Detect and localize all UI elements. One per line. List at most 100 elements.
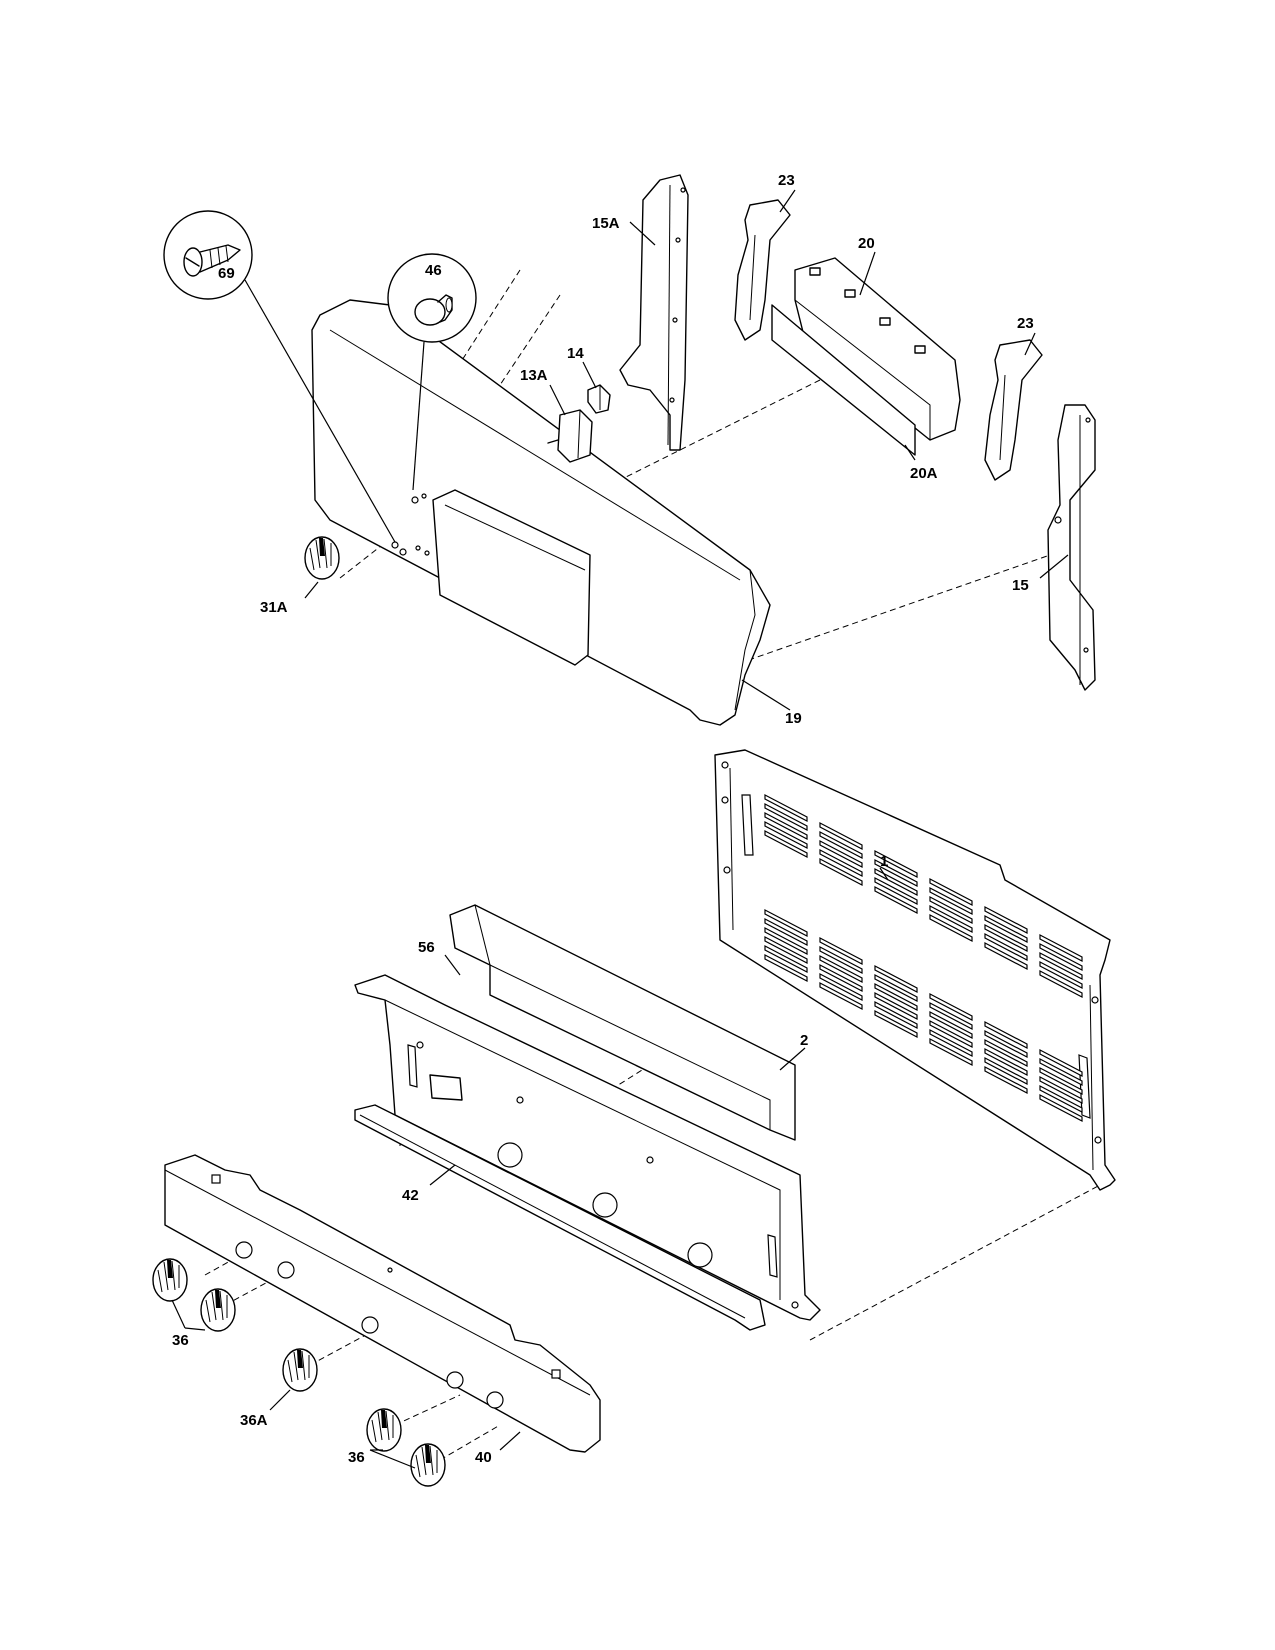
vent-slot (929, 1020, 973, 1048)
end-bracket-right-part (1047, 404, 1096, 691)
label-14: 14 (567, 345, 584, 362)
vent-slot (819, 831, 863, 859)
end-bracket-left-part (619, 174, 689, 451)
switch-14-part (587, 384, 611, 414)
label-13A: 13A (520, 367, 548, 384)
vent-slot (874, 850, 918, 878)
heat-shield-part (449, 904, 796, 1141)
part-labels: 46 69 15A 23 20 23 20A 14 13A 15 31A 19 … (172, 172, 1034, 1466)
vent-slot (874, 983, 918, 1011)
vent-slot (929, 1038, 973, 1066)
knob-icon (152, 1258, 188, 1302)
vent-slot (764, 954, 808, 982)
vent-slot (819, 849, 863, 877)
vent-slot (929, 914, 973, 942)
vent-slot (764, 794, 808, 822)
vent-slot (984, 1048, 1028, 1076)
manifold-panel-part (354, 974, 821, 1321)
detail-callout-46 (387, 253, 477, 491)
vent-slot (819, 964, 863, 992)
vent-slot (874, 877, 918, 905)
switch-13A-part (547, 409, 593, 463)
vent-slot (929, 896, 973, 924)
knob-36A (282, 1348, 318, 1392)
knob-icon (282, 1348, 318, 1392)
vent-slot (874, 886, 918, 914)
vent-slot (984, 1066, 1028, 1094)
vent-slot (764, 821, 808, 849)
vent-slot (929, 1011, 973, 1039)
label-69: 69 (218, 265, 235, 282)
vent-slot (1039, 961, 1083, 989)
vent-slot (929, 1002, 973, 1030)
label-56: 56 (418, 939, 435, 956)
vent-slot (764, 803, 808, 831)
vent-slot (984, 1039, 1028, 1067)
label-20: 20 (858, 235, 875, 252)
vent-slot (819, 982, 863, 1010)
trim-strip-part (354, 1104, 766, 1331)
label-19: 19 (785, 710, 802, 727)
detail-callout-69 (163, 210, 396, 543)
vent-slot (874, 965, 918, 993)
leader-lines (171, 189, 1069, 1469)
vent-slot (929, 905, 973, 933)
vent-slot (984, 933, 1028, 961)
label-42: 42 (402, 1187, 419, 1204)
vent-slot (764, 927, 808, 955)
vent-slot (1039, 952, 1083, 980)
vent-slot (764, 945, 808, 973)
vent-slot (1039, 943, 1083, 971)
label-36A: 36A (240, 1412, 268, 1429)
knob-31A (304, 536, 340, 580)
vent-slot (1039, 970, 1083, 998)
vent-slot (1039, 1085, 1083, 1113)
label-31A: 31A (260, 599, 288, 616)
label-23-upper: 23 (778, 172, 795, 189)
vent-slot (984, 915, 1028, 943)
knob-icon (200, 1288, 236, 1332)
vent-slot (1039, 934, 1083, 962)
label-15A: 15A (592, 215, 620, 232)
electronic-control-part (794, 257, 961, 441)
vent-slot (929, 1029, 973, 1057)
end-cap-lower-part (984, 339, 1043, 481)
label-20A: 20A (910, 465, 938, 482)
knob-36-4 (410, 1443, 446, 1487)
vent-slot (764, 936, 808, 964)
vent-slot (1039, 1094, 1083, 1122)
vent-slot (1039, 1049, 1083, 1077)
rear-panel-part (714, 749, 1116, 1191)
label-1: 1 (880, 853, 888, 870)
vent-slot (929, 887, 973, 915)
vent-slot (874, 859, 918, 887)
label-46: 46 (425, 262, 442, 279)
knob-36-1 (152, 1258, 188, 1302)
vent-slots (764, 794, 1083, 1122)
vent-slot (1039, 1058, 1083, 1086)
vent-slot (764, 909, 808, 937)
end-cap-upper-part (734, 199, 791, 341)
vent-slot (984, 1021, 1028, 1049)
vent-slot (984, 906, 1028, 934)
vent-slot (984, 924, 1028, 952)
vent-slot (874, 992, 918, 1020)
knob-icon (410, 1443, 446, 1487)
vent-slot (819, 822, 863, 850)
vent-slot (764, 830, 808, 858)
knob-36-3 (366, 1408, 402, 1452)
vent-slot (984, 942, 1028, 970)
vent-slot (929, 993, 973, 1021)
vent-slot (984, 1057, 1028, 1085)
vent-slot (764, 918, 808, 946)
vent-slot (819, 937, 863, 965)
vent-slot (819, 955, 863, 983)
vent-slot (1039, 1067, 1083, 1095)
label-2: 2 (800, 1032, 808, 1049)
vent-slot (819, 973, 863, 1001)
button-cap-icon (414, 294, 453, 326)
vent-slot (929, 878, 973, 906)
vent-slot (819, 858, 863, 886)
label-23-lower: 23 (1017, 315, 1034, 332)
